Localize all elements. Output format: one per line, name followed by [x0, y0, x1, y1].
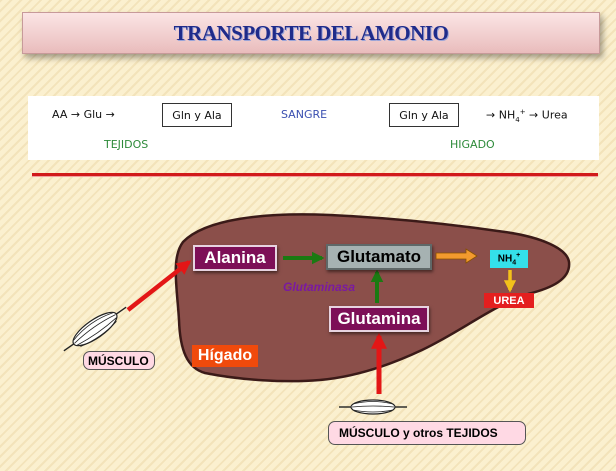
divider-line: [32, 173, 598, 177]
formula-right: → NH4+ → Urea: [486, 108, 568, 124]
muscle-icon-tissues: [339, 399, 407, 415]
higado-label: Hígado: [197, 347, 253, 364]
urea-node: UREA: [484, 293, 534, 308]
musculo-tejidos-label-box: MÚSCULO y otros TEJIDOS: [328, 421, 526, 445]
box-gln-ala-tissues-label: Gln y Ala: [172, 108, 222, 122]
glutamato-label: Glutamato: [336, 247, 422, 266]
page-title: TRANSPORTE DEL AMONIO: [173, 20, 449, 45]
summary-panel: [28, 96, 599, 160]
alanina-label: Alanina: [204, 248, 266, 267]
muscle-icon: [63, 306, 127, 352]
musculo-label: MÚSCULO: [88, 353, 149, 368]
arrow-musculo-alanina: [126, 260, 192, 312]
glutamina-node: Glutamina: [329, 306, 429, 332]
urea-label: UREA: [493, 294, 525, 307]
liver-label: HIGADO: [450, 138, 495, 151]
formula-left: AA → Glu →: [52, 108, 115, 121]
higado-label-box: Hígado: [192, 345, 258, 367]
box-gln-ala-liver: Gln y Ala: [389, 103, 459, 127]
box-gln-ala-tissues: Gln y Ala: [162, 103, 232, 127]
glutamina-label: Glutamina: [337, 309, 421, 328]
musculo-label-box: MÚSCULO: [83, 351, 155, 370]
tissues-label: TEJIDOS: [104, 138, 149, 151]
blood-label: SANGRE: [281, 108, 328, 121]
box-gln-ala-liver-label: Gln y Ala: [399, 108, 449, 122]
nh4-label: NH4+: [497, 251, 521, 267]
glutamato-node: Glutamato: [326, 244, 432, 270]
nh4-node: NH4+: [490, 250, 528, 268]
alanina-node: Alanina: [193, 245, 277, 271]
arrow-glutamato-nh4: [435, 248, 478, 264]
title-banner: TRANSPORTE DEL AMONIO: [22, 12, 600, 54]
glutaminasa-label: Glutaminasa: [283, 280, 356, 294]
musculo-tejidos-label: MÚSCULO y otros TEJIDOS: [339, 426, 498, 440]
